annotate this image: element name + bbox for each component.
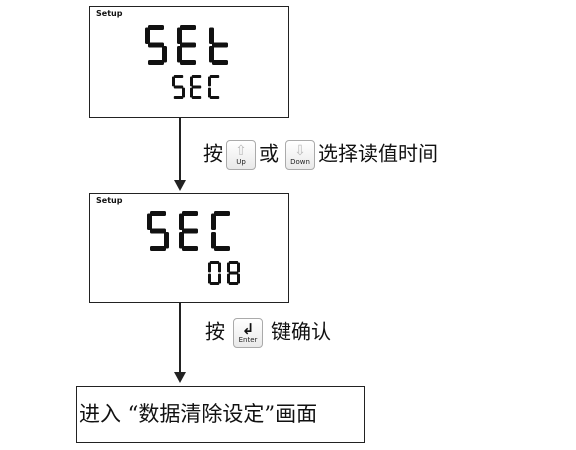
flow-line-2: [179, 303, 181, 375]
segment-d: [214, 246, 230, 251]
lcd-digit-t: t: [209, 27, 228, 65]
segment-b: [218, 262, 221, 273]
lcd-digit-E: E: [177, 25, 196, 65]
segment-d: [191, 96, 202, 99]
segment-a: [191, 75, 202, 78]
up-key: ⇧Up: [226, 140, 256, 170]
segment-a: [214, 211, 230, 216]
segment-d: [228, 282, 239, 285]
segment-c: [182, 87, 185, 98]
lcd-digit-E: E: [190, 75, 202, 99]
lcd-digit-C: C: [208, 75, 220, 99]
segment-g: [148, 42, 164, 48]
lcd-digit-E: E: [179, 211, 198, 251]
segment-d: [182, 246, 198, 251]
segment-d: [209, 96, 220, 99]
segment-c: [237, 273, 240, 284]
flow-arrow-2: [174, 372, 186, 383]
segment-f: [208, 262, 211, 273]
segment-g: [173, 85, 184, 89]
segment-a: [209, 75, 220, 78]
confirm-text: 键确认: [271, 319, 331, 344]
final-step-box: 进入 “数据清除设定”画面: [76, 386, 365, 443]
lcd-sub-text: SEC: [172, 75, 220, 99]
lcd-digit-S: S: [172, 75, 185, 99]
segment-d: [150, 246, 166, 251]
press-text: 按: [205, 319, 225, 344]
segment-a: [148, 25, 164, 30]
setup-label: Setup: [96, 9, 123, 18]
segment-a: [180, 25, 196, 30]
lcd-screen-1: Setup SEt SEC: [89, 6, 289, 118]
enter-return-icon: ↲: [241, 320, 255, 338]
segment-g: [182, 228, 198, 234]
enter-key: ↲Enter: [233, 318, 263, 348]
segment-e: [177, 46, 182, 63]
segment-f: [172, 76, 175, 87]
segment-f: [227, 262, 230, 273]
segment-g: [150, 228, 166, 234]
segment-a: [173, 75, 184, 78]
segment-f: [147, 213, 152, 230]
segment-f: [211, 213, 216, 230]
segment-g: [228, 271, 239, 275]
final-step-text: 进入 “数据清除设定”画面: [79, 402, 318, 426]
lcd-digit-S: S: [145, 25, 167, 65]
flow-line-1: [179, 118, 181, 184]
segment-d: [180, 60, 196, 65]
segment-f: [177, 27, 182, 44]
setup-label: Setup: [96, 196, 123, 205]
down-key: ⇩Down: [285, 140, 315, 170]
segment-f: [209, 27, 214, 44]
segment-d: [212, 60, 228, 65]
or-text: 或: [259, 141, 279, 166]
up-arrow-icon: ⇧: [235, 143, 247, 159]
lcd-screen-2: Setup SEC 08: [89, 193, 289, 303]
segment-g: [191, 85, 202, 89]
segment-e: [208, 273, 211, 284]
segment-e: [227, 273, 230, 284]
segment-f: [208, 76, 211, 87]
segment-c: [162, 46, 167, 63]
segment-f: [145, 27, 150, 44]
lcd-digit-0: 0: [208, 261, 221, 285]
lcd-digit-S: S: [147, 211, 169, 251]
segment-g: [180, 42, 196, 48]
lcd-digit-8: 8: [227, 261, 240, 285]
segment-a: [209, 261, 220, 264]
select-time-text: 选择读值时间: [318, 141, 438, 166]
segment-e: [211, 232, 216, 249]
segment-c: [218, 273, 221, 284]
flow-arrow-1: [174, 180, 186, 191]
lcd-digit-C: C: [211, 211, 230, 251]
segment-e: [208, 87, 211, 98]
segment-b: [237, 262, 240, 273]
segment-c: [164, 232, 169, 249]
lcd-value-text: 08: [208, 261, 240, 285]
segment-g: [212, 42, 228, 48]
segment-f: [179, 213, 184, 230]
segment-e: [179, 232, 184, 249]
lcd-main-text: SEC: [147, 211, 230, 251]
segment-a: [228, 261, 239, 264]
segment-d: [173, 96, 184, 99]
segment-f: [190, 76, 193, 87]
segment-e: [190, 87, 193, 98]
segment-a: [150, 211, 166, 216]
press-text: 按: [203, 141, 223, 166]
segment-d: [148, 60, 164, 65]
lcd-main-text: SEt: [145, 25, 228, 65]
instruction-confirm: 按 ↲Enter 键确认: [205, 318, 331, 348]
segment-d: [209, 282, 220, 285]
down-arrow-icon: ⇩: [294, 143, 306, 159]
segment-e: [209, 46, 214, 63]
segment-a: [182, 211, 198, 216]
